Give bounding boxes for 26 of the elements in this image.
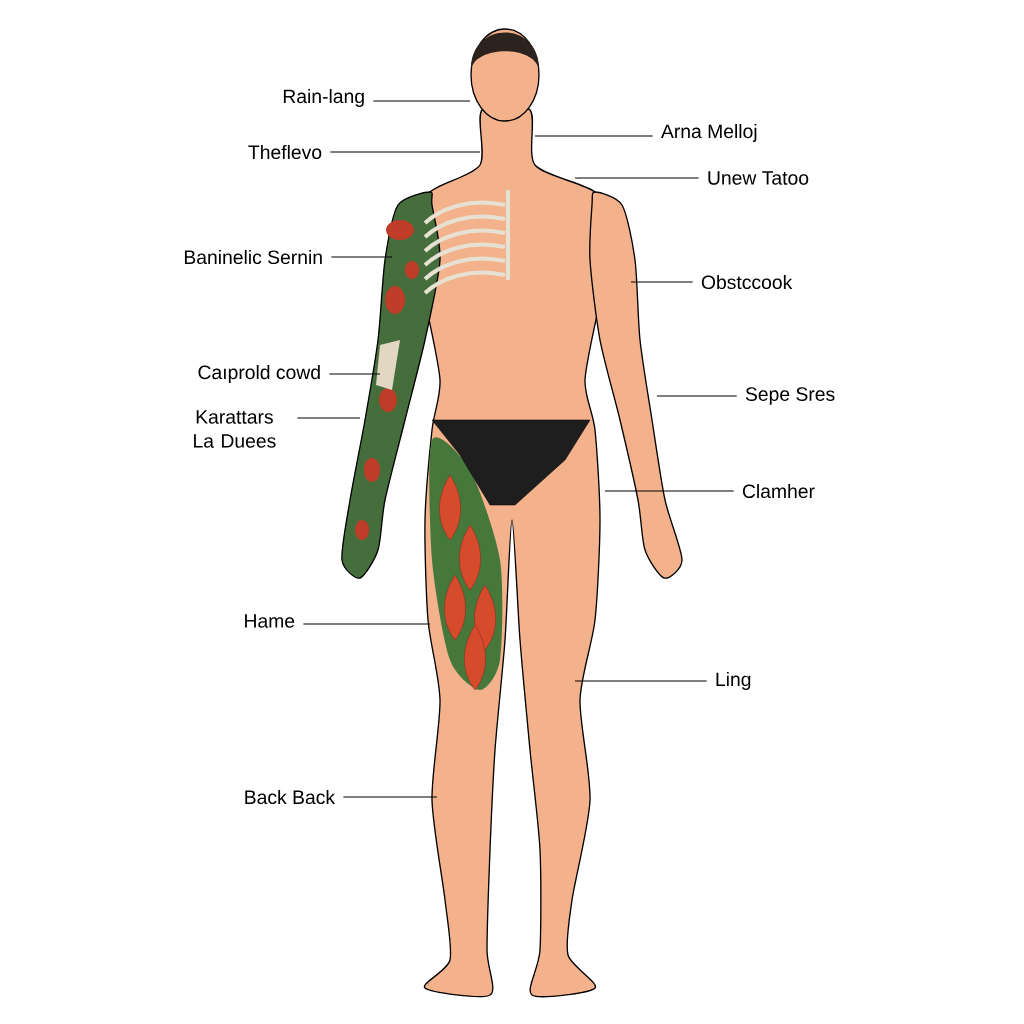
leader-line xyxy=(574,680,708,682)
callout-label: Clamher xyxy=(742,483,815,499)
callout-label: Rain-lang xyxy=(283,89,364,107)
leader-line xyxy=(302,623,431,625)
callout-label: Caıprold cowd xyxy=(198,365,320,383)
leader-line xyxy=(329,151,481,153)
callout-label: Obstccook xyxy=(701,274,793,290)
leader-line xyxy=(330,256,393,258)
leader-line xyxy=(534,135,654,137)
leader-line xyxy=(372,100,471,102)
leader-line xyxy=(604,490,735,492)
leader-line xyxy=(656,395,738,397)
leader-line xyxy=(342,796,438,798)
leader-line xyxy=(296,417,361,419)
callout-label: Arna Melloj xyxy=(661,124,757,142)
callout-label: Unew Tatoo xyxy=(708,171,809,185)
callout-label: Theflevo xyxy=(248,144,322,160)
leader-line xyxy=(328,373,381,375)
leader-line xyxy=(574,177,700,179)
callout-label: Back Back xyxy=(245,789,336,805)
callout-label: Hame xyxy=(245,614,295,628)
callout-label: Baninelic Sernin xyxy=(184,249,322,265)
callout-label: Karattars La Duees xyxy=(194,410,276,448)
leader-line xyxy=(630,281,694,283)
callout-label: Ling xyxy=(716,672,751,690)
callout-label: Sepe Sres xyxy=(745,387,835,405)
